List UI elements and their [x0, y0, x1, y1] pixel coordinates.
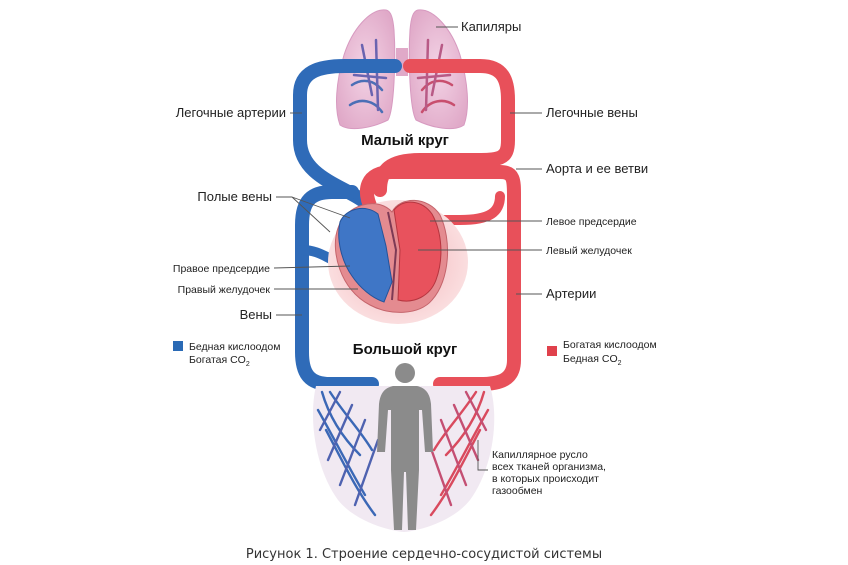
label-capillaries: Капиляры	[461, 19, 521, 34]
legend-red-swatch	[547, 346, 557, 356]
capillary-bed-line-1: Капиллярное русло	[492, 449, 588, 461]
legend-arterial: Богатая кислоодом Бедная CO2	[547, 339, 657, 367]
heart	[328, 199, 468, 324]
legend-blue-line2: Богатая CO2	[189, 354, 250, 368]
leader-lines	[273, 26, 542, 471]
label-arteries: Артерии	[546, 286, 596, 301]
label-right-atrium: Правое предсердие	[173, 263, 270, 275]
legend-blue-co2-sub: 2	[246, 361, 250, 368]
legend-venous: Бедная кислоодом Богатая CO2	[173, 341, 280, 368]
label-veins: Вены	[240, 307, 272, 322]
lungs	[336, 9, 468, 130]
body-capillary-bed	[312, 363, 495, 532]
legend-blue-line1: Бедная кислоодом	[189, 341, 280, 353]
label-vena-cava: Полые вены	[197, 189, 272, 204]
labels: Капиляры Легочные артерии Легочные вены …	[173, 19, 648, 497]
label-capillary-bed: Капиллярное русло всех тканей организма,…	[492, 449, 609, 497]
label-pulmonary-arteries: Легочные артерии	[176, 105, 286, 120]
aorta-branch	[405, 191, 505, 225]
legend-red-line1: Богатая кислоодом	[563, 339, 657, 351]
human-figure	[377, 363, 433, 530]
legend-red-line2: Бедная CO2	[563, 353, 622, 367]
label-right-ventricle: Правый желудочек	[178, 284, 271, 296]
capillary-bed-line-3: в которых происходит	[492, 473, 599, 485]
label-big-circle: Большой круг	[353, 341, 457, 358]
vein-vessel	[295, 185, 379, 391]
legend-blue-co2: Богатая CO	[189, 354, 246, 366]
label-left-atrium: Левое предсердие	[546, 216, 637, 228]
septum	[387, 211, 398, 301]
legend-red-co2-sub: 2	[618, 360, 622, 367]
systemic-circuit	[295, 165, 521, 391]
legend-red-co2: Бедная CO	[563, 353, 618, 365]
artery-vessel	[433, 189, 521, 391]
label-aorta: Аорта и ее ветви	[546, 161, 648, 176]
legend-blue-swatch	[173, 341, 183, 351]
figure-caption: Рисунок 1. Строение сердечно-сосудистой …	[246, 547, 602, 562]
right-heart	[338, 207, 393, 303]
label-left-ventricle: Левый желудочек	[546, 245, 632, 257]
left-heart	[393, 201, 442, 302]
label-pulmonary-veins: Легочные вены	[546, 105, 638, 120]
label-small-circle: Малый круг	[361, 132, 449, 149]
capillary-bed-line-4: газообмен	[492, 485, 543, 497]
capillary-bed-line-2: всех тканей организма,	[492, 461, 606, 473]
aorta-vessel	[359, 165, 521, 217]
